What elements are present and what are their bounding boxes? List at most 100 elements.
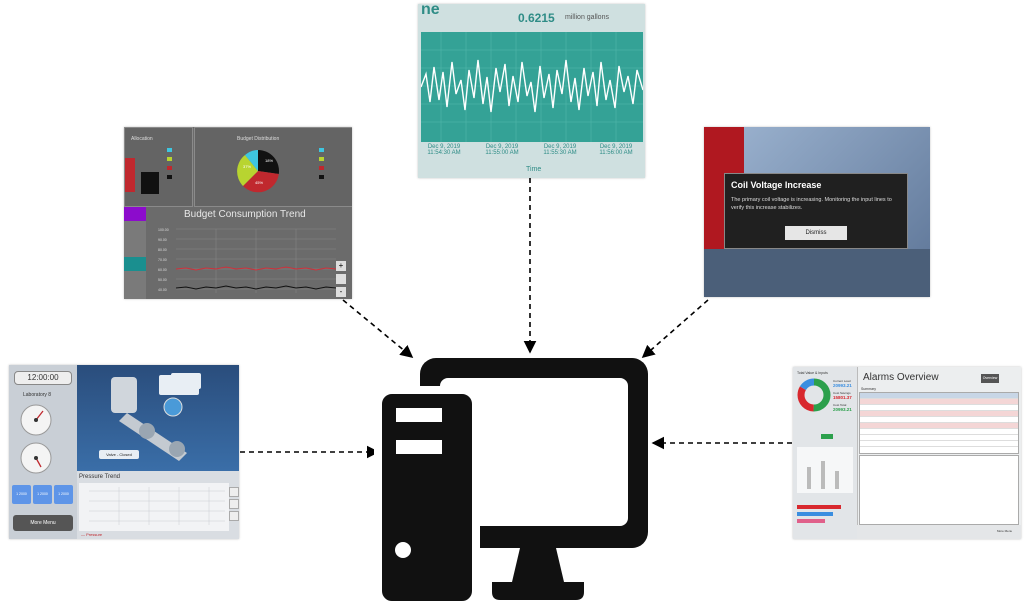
value-label: Cost Savings — [833, 391, 851, 395]
budget-trend-chart: 100.00 90.00 80.00 70.00 60.00 50.00 40.… — [158, 228, 337, 293]
coil-alert-panel: Coil Voltage Increase The primary coil v… — [704, 127, 930, 297]
alarms-donut-chart — [797, 378, 831, 412]
gauge-icon — [20, 404, 52, 436]
allocation-legend — [167, 148, 172, 179]
y-tick: 50.00 — [158, 278, 167, 282]
table-row[interactable] — [860, 435, 1018, 441]
allocation-title: Allocation — [131, 136, 153, 142]
clock-display: 12:00:00 — [14, 371, 72, 385]
setpoint-button[interactable]: 1 2000 — [54, 485, 73, 504]
bottom-bar — [857, 525, 1021, 539]
desktop-computer-icon — [374, 358, 648, 609]
table-row[interactable] — [860, 441, 1018, 447]
process-view: Valve - Closed — [77, 365, 239, 471]
alert-message: The primary coil voltage is increasing. … — [731, 197, 892, 211]
progress-bar-red — [797, 505, 841, 509]
value-number: 20993.21 — [833, 407, 852, 412]
left-column: 12:00:00 Laboratory 8 1 2000 1 2000 1 20… — [9, 365, 77, 539]
progress-bar-pink — [797, 519, 825, 523]
detail-area — [859, 455, 1019, 525]
mini-bar-chart — [797, 447, 853, 493]
value-number: 20993.21 — [833, 383, 852, 388]
left-header: Total Value & Inputs — [797, 371, 828, 375]
arrow-from-alert — [641, 299, 709, 359]
y-tick: 70.00 — [158, 258, 167, 262]
allocation-bar-red — [125, 158, 135, 192]
progress-bar-blue — [797, 512, 833, 516]
panel-title-fragment: ne — [421, 4, 440, 18]
side-color-strip — [124, 207, 146, 299]
trend-control[interactable] — [229, 511, 239, 521]
trend-control[interactable] — [229, 499, 239, 509]
trend-control[interactable] — [229, 487, 239, 497]
budget-pie-chart: 37% 18% 45% — [237, 150, 280, 193]
value-label: Cost Total — [833, 403, 847, 407]
dismiss-button[interactable]: Dismiss — [785, 226, 847, 240]
overview-button[interactable]: Overview — [981, 374, 999, 383]
alarms-left-column: Total Value & Inputs Current Load 20993.… — [793, 367, 858, 539]
alarms-title: Alarms Overview — [863, 372, 939, 383]
value-number: 15801.37 — [833, 395, 852, 400]
y-tick: 80.00 — [158, 248, 167, 252]
bottom-more-label[interactable]: More Menu — [997, 529, 1013, 533]
reset-button[interactable] — [336, 274, 346, 284]
more-menu-button[interactable]: More Menu — [13, 515, 73, 531]
info-callout — [171, 373, 201, 389]
alarms-table — [859, 392, 1019, 454]
table-row[interactable] — [860, 423, 1018, 429]
pipe-illustration — [111, 377, 187, 461]
pie-label: 45% — [255, 180, 263, 185]
pie-label: 18% — [265, 158, 273, 163]
alert-title: Coil Voltage Increase — [731, 180, 822, 190]
distribution-box: Budget Distribution 37% 18% 45% — [194, 127, 352, 207]
alarms-panel: Total Value & Inputs Current Load 20993.… — [793, 367, 1021, 539]
y-tick: 90.00 — [158, 238, 167, 242]
valve-callout: Valve - Closed — [99, 450, 139, 459]
flow-value: 0.6215 — [518, 11, 555, 25]
y-tick: 40.00 — [158, 288, 167, 292]
zoom-out-button[interactable]: - — [336, 287, 346, 297]
flow-line-chart — [421, 32, 643, 142]
pressure-panel: 12:00:00 Laboratory 8 1 2000 1 2000 1 20… — [9, 365, 239, 539]
table-row[interactable] — [860, 393, 1018, 399]
table-row[interactable] — [860, 405, 1018, 411]
trend-series-black — [175, 285, 337, 290]
green-indicator — [821, 434, 833, 439]
setpoint-button[interactable]: 1 2000 — [33, 485, 52, 504]
lab-label: Laboratory 8 — [23, 392, 52, 398]
pressure-trend-chart — [79, 483, 229, 531]
table-row[interactable] — [860, 417, 1018, 423]
table-row[interactable] — [860, 429, 1018, 435]
machine-lower — [704, 249, 930, 297]
table-row[interactable] — [860, 411, 1018, 417]
distribution-title: Budget Distribution — [237, 136, 280, 142]
flow-series-line — [421, 59, 643, 113]
allocation-box: Allocation — [124, 127, 193, 207]
summary-tab[interactable]: Summary — [861, 387, 876, 391]
flow-unit: million gallons — [565, 14, 609, 21]
distribution-legend — [319, 148, 324, 179]
y-tick: 60.00 — [158, 268, 167, 272]
table-row[interactable] — [860, 399, 1018, 405]
arrow-from-budget — [342, 299, 414, 359]
value-label: Current Load — [833, 379, 851, 383]
allocation-bar-black — [141, 172, 159, 194]
trend-legend: — Pressure — [81, 532, 103, 537]
x-axis-label: Time — [526, 166, 542, 173]
pie-label: 37% — [243, 164, 251, 169]
budget-dashboard-panel: Allocation Budget Distribution 37% 18% 4… — [124, 127, 352, 299]
pressure-trend-title: Pressure Trend — [79, 474, 121, 480]
y-tick: 100.00 — [158, 228, 169, 232]
trend-series-red — [175, 266, 337, 271]
alert-dialog: Coil Voltage Increase The primary coil v… — [724, 173, 908, 249]
zoom-in-button[interactable]: + — [336, 261, 346, 271]
gauge-icon — [20, 442, 52, 474]
trend-title: Budget Consumption Trend — [184, 209, 306, 220]
setpoint-button[interactable]: 1 2000 — [12, 485, 31, 504]
